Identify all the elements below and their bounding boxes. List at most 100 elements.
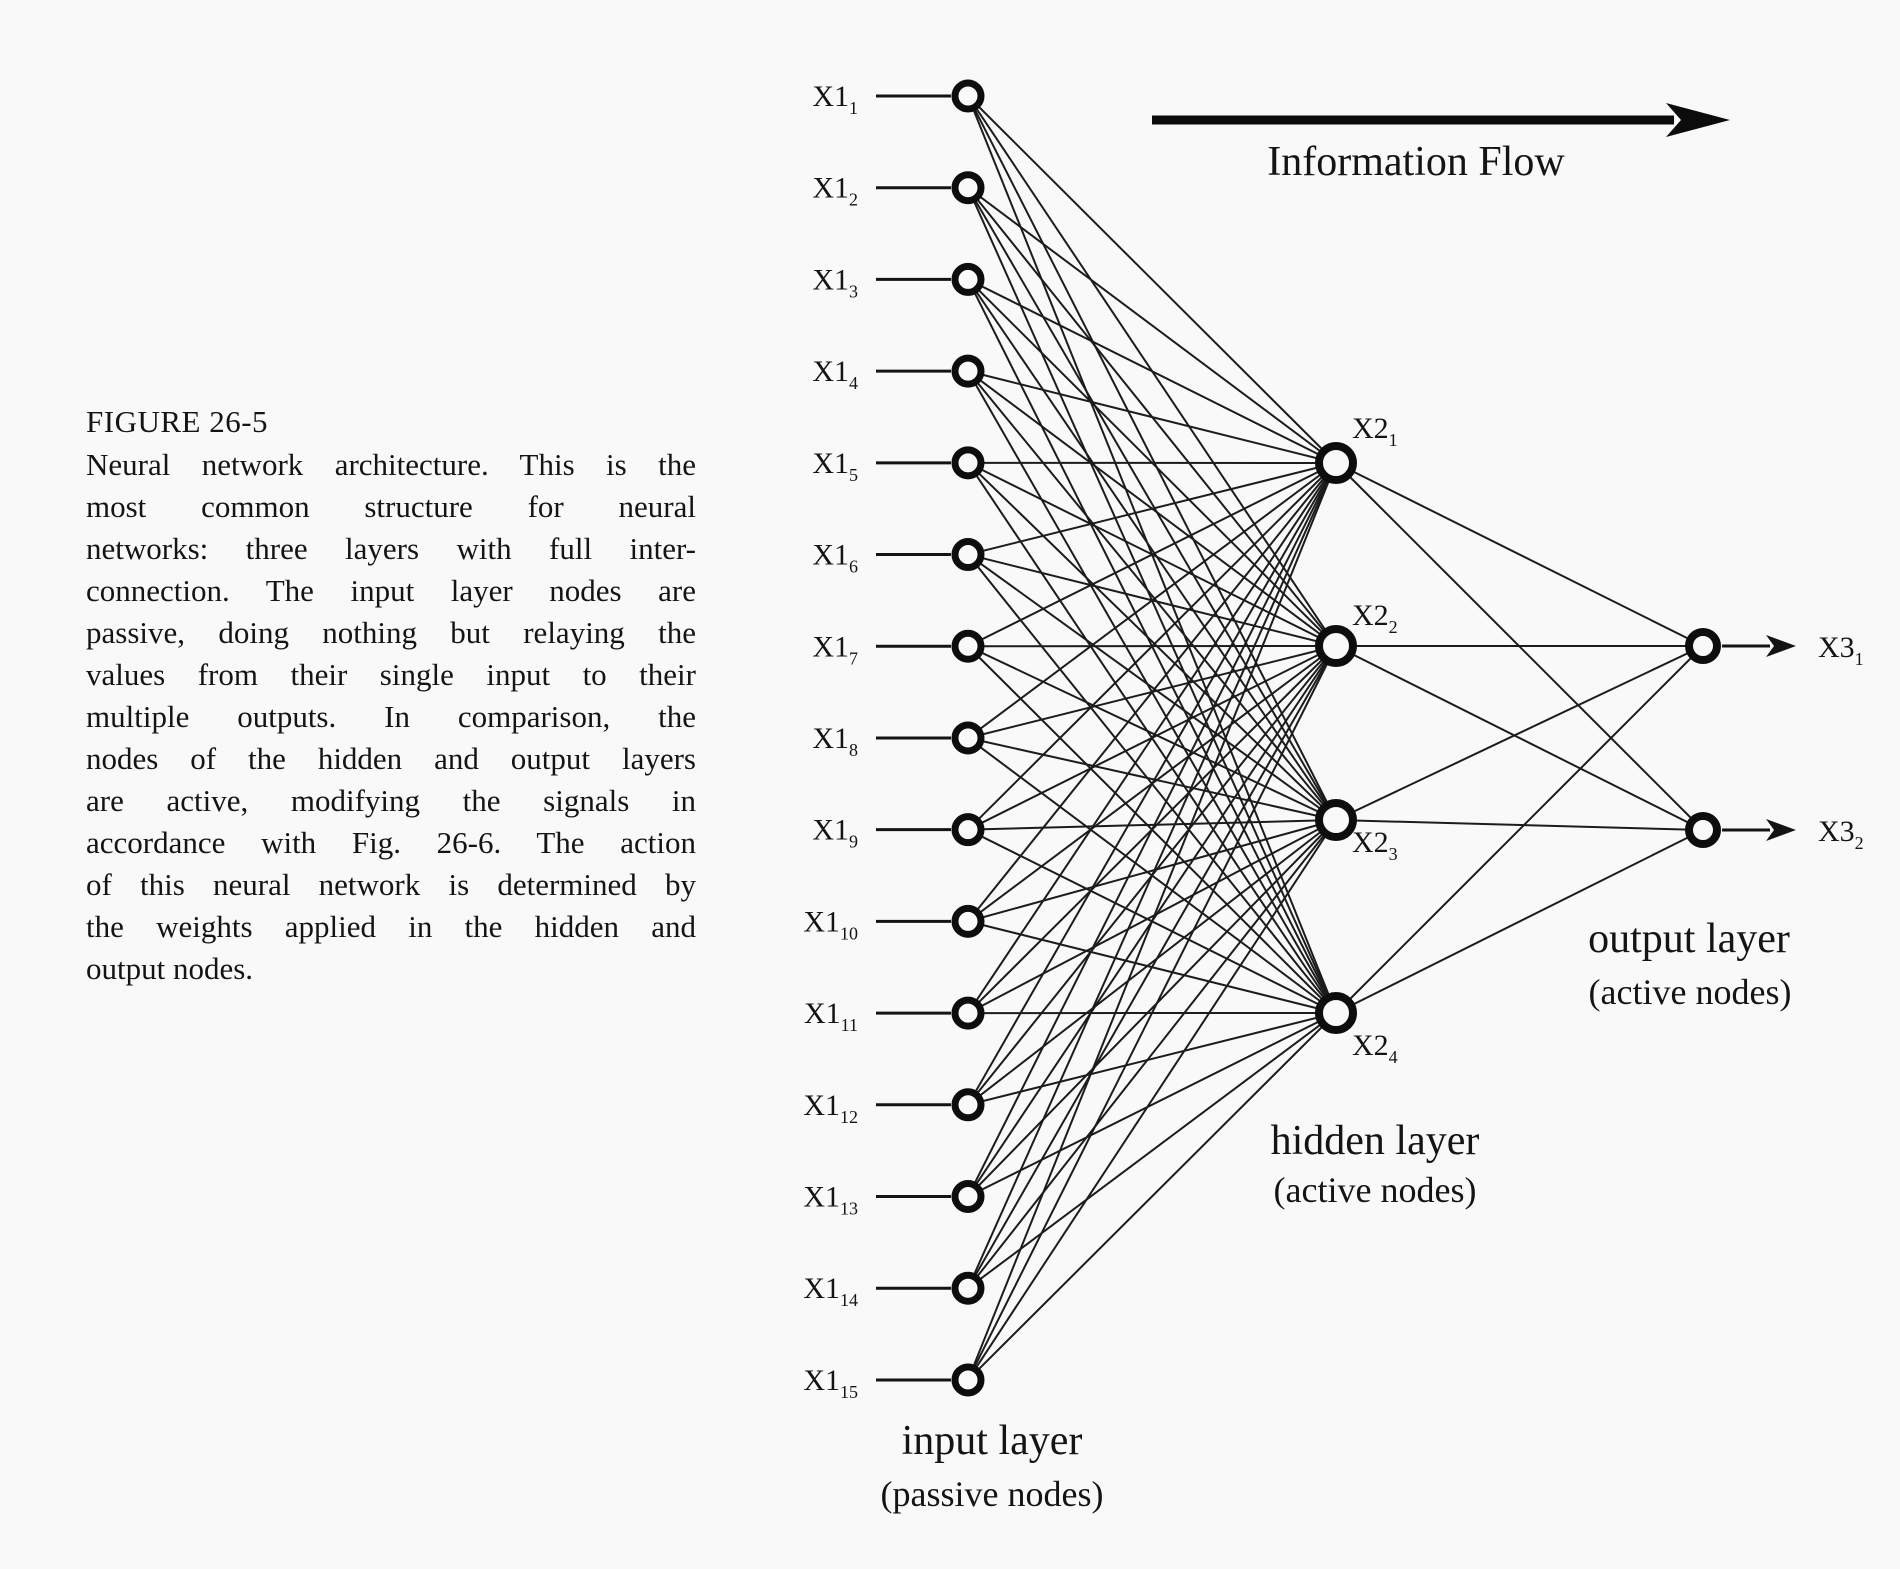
figure-caption: FIGURE 26-5 Neural network architecture.… (86, 402, 696, 990)
edge-input12-hidden1 (967, 462, 1337, 1106)
input-node-label-2: X12 (812, 172, 858, 210)
input-node-11 (951, 996, 985, 1030)
output-arrows-group (1722, 635, 1796, 841)
input-node-label-15: X115 (803, 1364, 858, 1402)
input-node-label-6: X16 (812, 539, 858, 577)
output-node-label-2-subscript: 2 (1855, 833, 1864, 853)
figure-caption-title: FIGURE 26-5 (86, 404, 269, 439)
input-node-label-3: X13 (812, 263, 858, 301)
input-node-label-3-subscript: 3 (849, 281, 858, 301)
caption-line-5: passive, doing nothing but relaying the (86, 615, 696, 650)
caption-line-6: values from their single input to their (86, 657, 696, 692)
hidden-node-label-2-subscript: 2 (1389, 617, 1398, 637)
caption-line-11: of this neural network is determined by (86, 867, 696, 902)
edge-input8-hidden1 (967, 462, 1337, 739)
input-node-label-12: X112 (803, 1089, 858, 1127)
edge-input2-hidden1 (967, 186, 1337, 464)
input-layer-label: input layer (902, 1418, 1083, 1464)
hidden-node-label-4-subscript: 4 (1389, 1047, 1398, 1067)
input-node-label-5-subscript: 5 (849, 465, 858, 485)
information-flow-label: Information Flow (1267, 139, 1565, 185)
caption-line-2: most common structure for neural (86, 489, 696, 524)
input-node-15 (951, 1363, 985, 1397)
input-node-label-11: X111 (804, 997, 858, 1035)
output-node-2 (1685, 812, 1721, 848)
input-node-label-8-subscript: 8 (849, 740, 858, 760)
caption-line-13: output nodes. (86, 951, 254, 986)
information-flow-arrowhead-icon (1666, 103, 1730, 137)
edge-input1-hidden1 (967, 95, 1337, 464)
hidden-node-label-1: X21 (1352, 412, 1398, 450)
caption-line-4: connection. The input layer nodes are (86, 573, 696, 608)
edge-input10-hidden3 (967, 819, 1337, 923)
edge-hidden4-output2 (1335, 829, 1704, 1014)
input-node-9 (951, 813, 985, 847)
edge-input14-hidden2 (967, 645, 1337, 1289)
hidden-node-4 (1315, 992, 1357, 1034)
edge-input13-hidden1 (967, 462, 1337, 1197)
edge-input3-hidden1 (967, 278, 1337, 464)
output-arrowhead-icon-2 (1766, 819, 1796, 841)
output-node-1 (1685, 628, 1721, 664)
input-node-12 (951, 1088, 985, 1122)
input-node-14 (951, 1271, 985, 1305)
input-node-8 (951, 721, 985, 755)
information-flow-arrow (1152, 103, 1730, 137)
output-layer-sublabel: (active nodes) (1589, 972, 1792, 1012)
node-labels-group: X11X12X13X14X15X16X17X18X19X110X111X112X… (803, 80, 1863, 1402)
input-node-7 (951, 629, 985, 663)
input-node-5 (951, 446, 985, 480)
edge-input5-hidden3 (967, 462, 1337, 821)
hidden-node-label-4: X24 (1352, 1029, 1398, 1067)
input-layer-sublabel: (passive nodes) (881, 1474, 1104, 1514)
input-node-2 (951, 171, 985, 205)
edge-hidden2-output2 (1335, 645, 1704, 831)
edge-input13-hidden4 (967, 1012, 1337, 1198)
caption-line-9: are active, modifying the signals in (86, 783, 696, 818)
input-node-label-9-subscript: 9 (849, 832, 858, 852)
input-node-label-13-subscript: 13 (840, 1199, 858, 1219)
hidden-node-label-3-subscript: 3 (1389, 844, 1398, 864)
edge-input4-hidden3 (967, 370, 1337, 821)
edge-hidden1-output1 (1335, 462, 1704, 647)
nodes-group (951, 79, 1721, 1397)
output-node-label-2: X32 (1818, 815, 1864, 853)
edge-input9-hidden1 (967, 462, 1337, 831)
input-node-label-1-subscript: 1 (849, 98, 858, 118)
edge-hidden4-output1 (1335, 645, 1704, 1014)
hidden-node-label-2: X22 (1352, 599, 1398, 637)
input-node-label-8: X18 (812, 722, 858, 760)
edge-input4-hidden1 (967, 370, 1337, 464)
input-node-label-10-subscript: 10 (840, 923, 858, 943)
edge-input8-hidden3 (967, 736, 1337, 821)
hidden-node-3 (1315, 799, 1357, 841)
input-node-label-14-subscript: 14 (840, 1290, 858, 1310)
input-node-label-15-subscript: 15 (840, 1382, 858, 1402)
input-node-label-7-subscript: 7 (849, 648, 858, 668)
hidden-layer-label: hidden layer (1271, 1118, 1480, 1164)
edge-hidden3-output2 (1335, 819, 1704, 831)
input-node-label-7: X17 (812, 630, 858, 668)
output-node-label-1-subscript: 1 (1855, 649, 1864, 669)
edge-input15-hidden4 (967, 1012, 1337, 1381)
input-node-label-1: X11 (812, 80, 858, 118)
caption-line-7: multiple outputs. In comparison, the (86, 699, 696, 734)
edge-input11-hidden3 (967, 819, 1337, 1014)
input-node-label-14: X114 (803, 1272, 858, 1310)
edge-input1-hidden3 (967, 95, 1337, 821)
edge-input3-hidden3 (967, 278, 1337, 821)
input-node-label-11-subscript: 11 (841, 1015, 858, 1035)
output-node-label-1: X31 (1818, 631, 1864, 669)
caption-line-12: the weights applied in the hidden and (86, 909, 696, 944)
hidden-node-1 (1315, 442, 1357, 484)
input-node-label-4: X14 (812, 355, 858, 393)
edge-input2-hidden3 (967, 187, 1337, 821)
edge-hidden3-output1 (1335, 645, 1704, 821)
caption-line-8: nodes of the hidden and output layers (86, 741, 696, 776)
edge-input6-hidden3 (967, 553, 1337, 821)
hidden-node-label-3: X23 (1352, 826, 1398, 864)
input-node-1 (951, 79, 985, 113)
hidden-node-label-1-subscript: 1 (1389, 430, 1398, 450)
caption-line-3: networks: three layers with full inter- (86, 531, 696, 566)
